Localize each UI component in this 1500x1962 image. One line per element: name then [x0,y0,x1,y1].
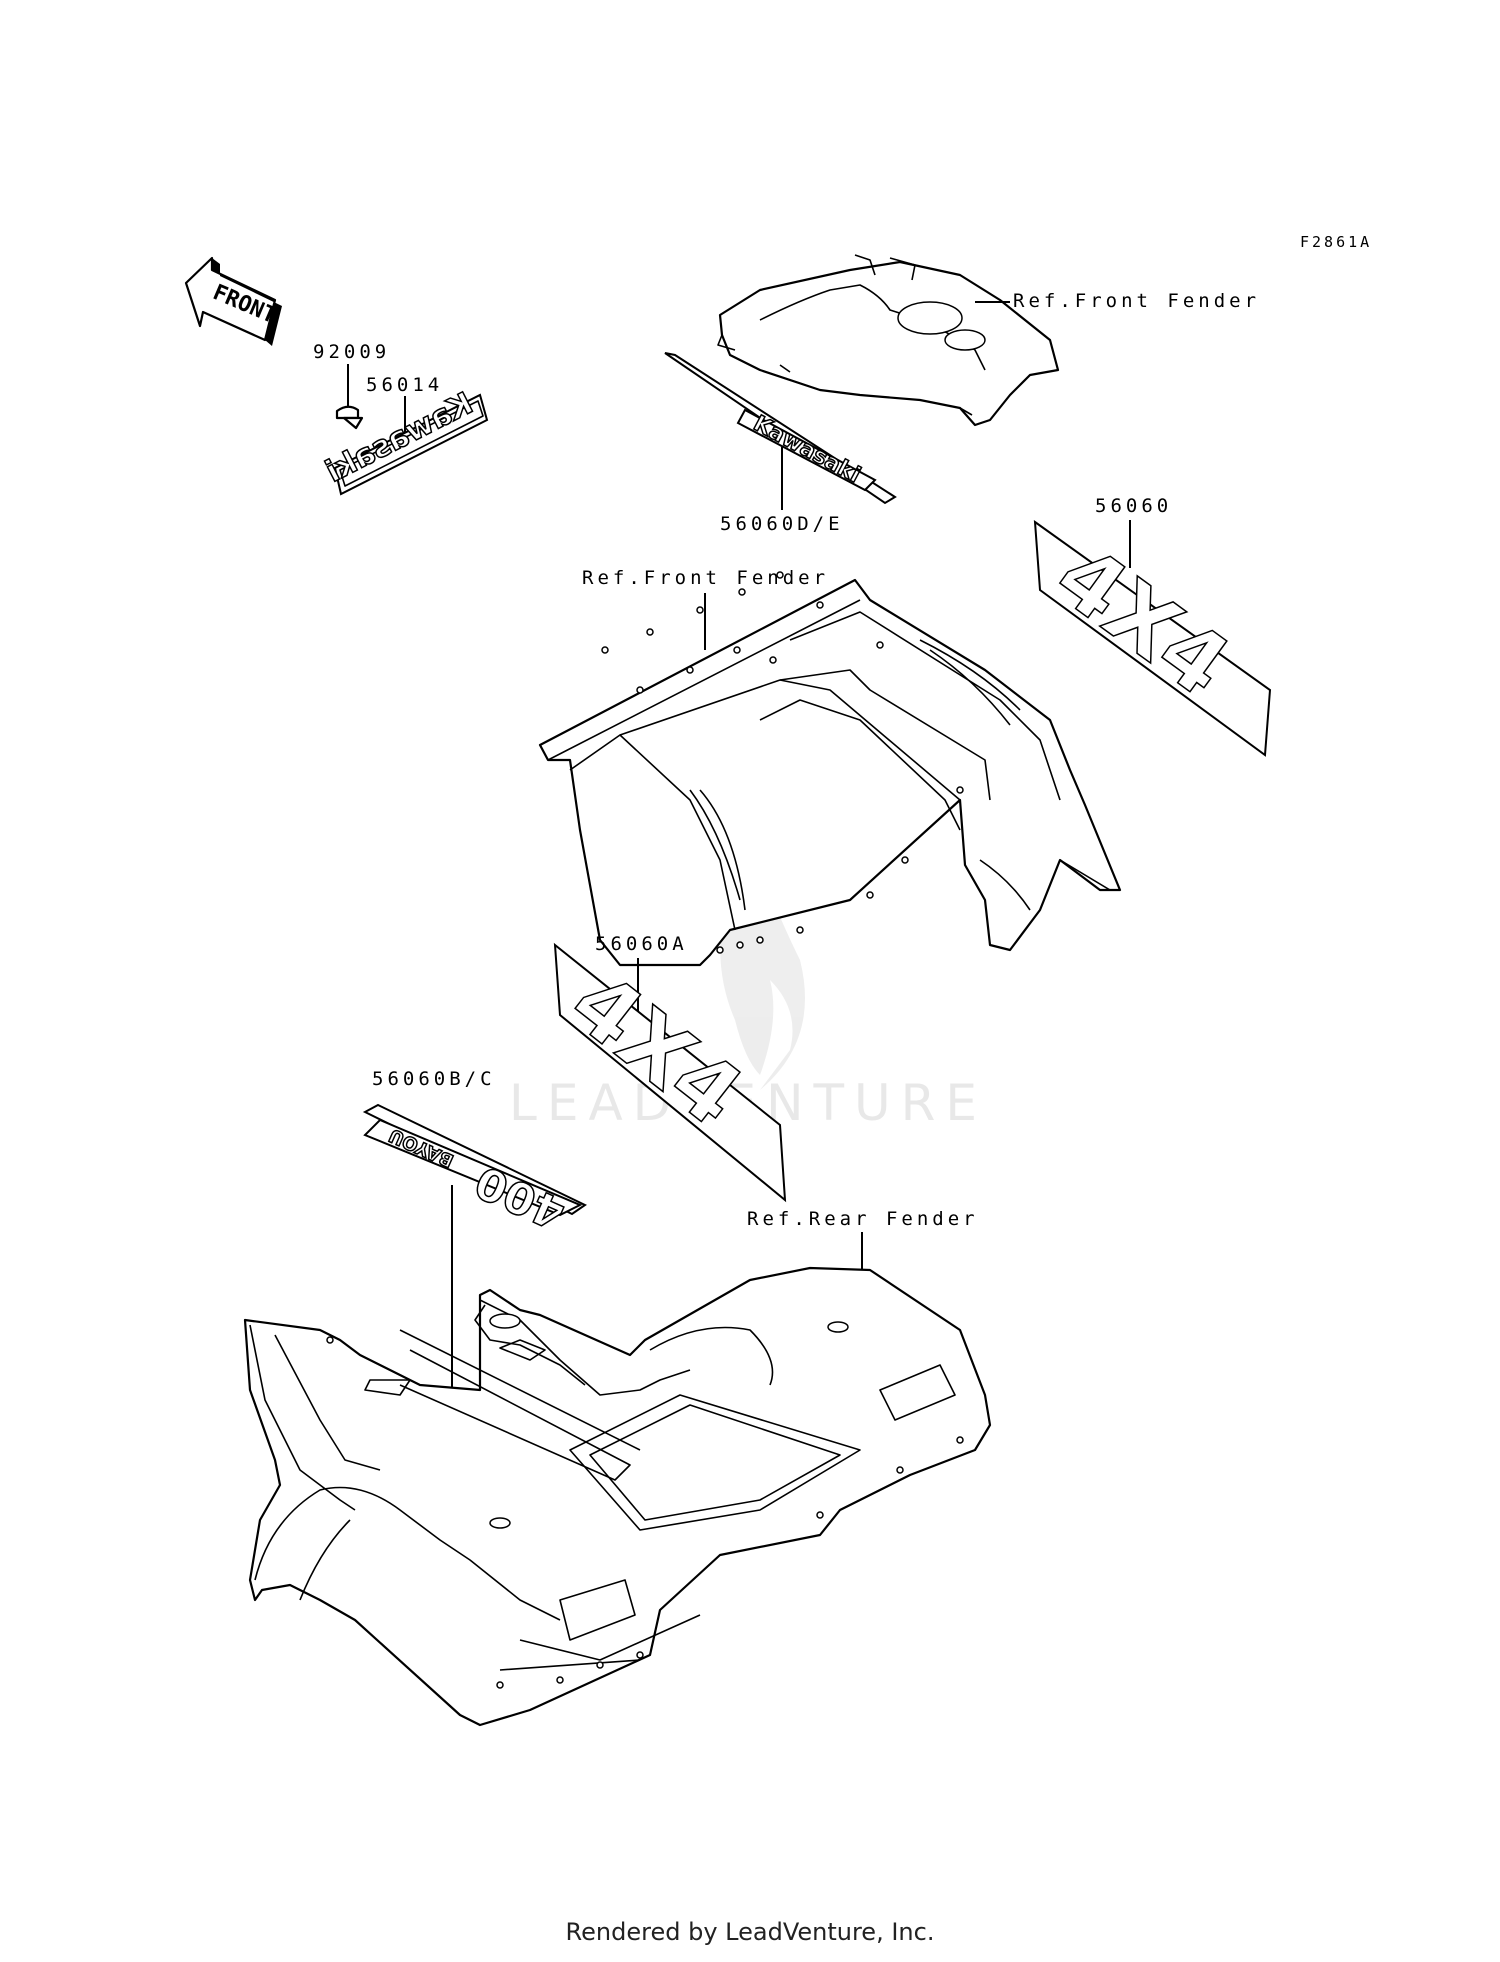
front-arrow-icon: FRONT [184,256,282,346]
badge-number-text: 400 [468,1155,573,1239]
part-number-56060a: 56060A [595,933,688,955]
ref-front-fender-upper: Ref.Front Fender [1013,290,1260,312]
4x4-decal-right: 4X4 [1033,519,1272,757]
rear-fender [243,1266,992,1727]
part-number-56060de: 56060D/E [720,513,844,535]
ref-front-fender-main: Ref.Front Fender [582,567,829,589]
part-number-56060bc: 56060B/C [372,1068,496,1090]
part-number-92009: 92009 [313,341,390,363]
footer-credit: Rendered by LeadVenture, Inc. [565,1918,935,1946]
kawasaki-emblem-text: Kawasaki [320,386,478,490]
front-fender-upper [717,254,1060,427]
part-number-56060: 56060 [1095,495,1172,517]
figure-id: F2861A [1300,233,1372,251]
part-number-56014: 56014 [366,374,443,396]
kawasaki-emblem: Kawasaki [320,385,489,496]
ref-rear-fender: Ref.Rear Fender [747,1208,979,1230]
side-stripe-text: Kawasaki [749,411,864,488]
front-fender-main [538,571,1122,967]
screw-part [335,405,364,430]
